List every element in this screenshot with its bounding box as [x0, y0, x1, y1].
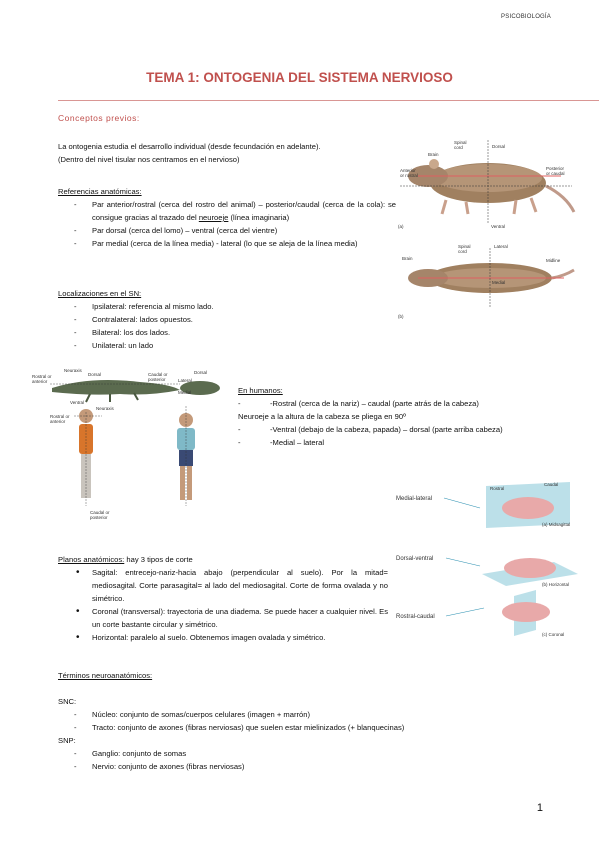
terminos-block: Términos neuroanatómicos: SNC: Núcleo: c…: [58, 669, 538, 773]
label-posterior: posterior: [90, 515, 108, 520]
human-front-view: [177, 406, 195, 506]
list-item: Par anterior/rostral (cerca del rostro d…: [58, 198, 396, 224]
crocodile-dorsal-view: [180, 381, 220, 395]
label-caudal: Caudal or: [148, 372, 168, 377]
referencias-heading: Referencias anatómicas:: [58, 187, 142, 196]
label-ventral: Ventral: [491, 224, 505, 229]
label-medial: Medial: [178, 390, 191, 395]
snp-label: SNP:: [58, 736, 76, 745]
brain-planes-figure: Medial-lateral Dorsal-ventral Rostral-ca…: [396, 482, 578, 637]
label-dorsal: Dorsal: [194, 370, 207, 375]
human-reference-figure: Rostral or anterior Neuraxis Dorsal Caud…: [32, 368, 220, 520]
label-spinal: Spinal: [458, 244, 471, 249]
label-spinal: Spinal: [454, 140, 467, 145]
label-anterior: anterior: [32, 379, 48, 384]
title-divider: [58, 100, 599, 101]
label-midline: Midline: [546, 258, 561, 263]
caption-midsagittal: (a) Midsagittal: [542, 522, 570, 527]
snc-label: SNC:: [58, 697, 77, 706]
list-item: Ganglio: conjunto de somas: [58, 747, 538, 760]
humanos-line: --Rostral (cerca de la nariz) – caudal (…: [238, 399, 479, 408]
list-item: Par medial (cerca de la línea media) - l…: [58, 237, 396, 250]
label-lateral: Lateral: [178, 378, 192, 383]
list-item: Sagital: entrecejo-nariz-hacia abajo (pe…: [58, 566, 388, 605]
figure-tag-b: (b): [398, 314, 404, 319]
human-side-view: [74, 409, 102, 506]
label-rostral: Rostral or: [50, 414, 70, 419]
label-dorsal: Dorsal: [492, 144, 505, 149]
pointer-line: [445, 607, 485, 617]
brain-shape: [504, 558, 556, 578]
label-medial-lateral: Medial-lateral: [396, 496, 432, 502]
caption-horizontal: (b) Horizontal: [542, 582, 569, 587]
pointer-line: [445, 557, 481, 567]
referencias-block: Referencias anatómicas: Par anterior/ros…: [58, 185, 396, 250]
label-rostral: Rostral or: [32, 374, 52, 379]
label-caudal: or caudal: [546, 171, 565, 176]
page-title: TEMA 1: ONTOGENIA DEL SISTEMA NERVIOSO: [146, 70, 453, 85]
label-rostral: Rostral: [490, 486, 504, 491]
list-item: Nervio: conjunto de axones (fibras nervi…: [58, 760, 538, 773]
planos-heading-line: Planos anatómicos: hay 3 tipos de corte: [58, 555, 193, 564]
running-header: PSICOBIOLOGÍA: [501, 14, 551, 20]
rat-lateral-view: [400, 140, 576, 224]
label-ventral: Ventral: [70, 400, 84, 405]
list-item: Unilateral: un lado: [58, 339, 388, 352]
list-item: Horizontal: paralelo al suelo. Obtenemos…: [58, 631, 388, 644]
list-item: Coronal (transversal): trayectoria de un…: [58, 605, 388, 631]
list-item: Contralateral: lados opuestos.: [58, 313, 388, 326]
crocodile-lateral-view: [50, 380, 180, 403]
label-dorsal-ventral: Dorsal-ventral: [396, 556, 433, 562]
label-neuraxis: Neuraxis: [64, 368, 83, 373]
section-heading-conceptos: Conceptos previos:: [58, 113, 140, 123]
label-caudal: Caudal: [544, 482, 558, 487]
terminos-heading: Términos neuroanatómicos:: [58, 671, 153, 680]
label-neuraxis: Neuraxis: [96, 406, 115, 411]
humanos-line: Neuroeje a la altura de la cabeza se pli…: [238, 412, 406, 421]
rat-reference-figure: Brain Spinal cord Dorsal Anterior or ros…: [396, 136, 576, 322]
localizaciones-block: Localizaciones en el SN: Ipsilateral: re…: [58, 287, 388, 352]
pointer-line: [443, 497, 481, 509]
list-item: Bilateral: los dos lados.: [58, 326, 388, 339]
figure-tag-a: (a): [398, 224, 404, 229]
planos-block: Planos anatómicos: hay 3 tipos de corte …: [58, 553, 388, 644]
label-posterior: posterior: [148, 377, 166, 382]
label-cord: cord: [454, 145, 463, 150]
list-item: Par dorsal (cerca del lomo) – ventral (c…: [58, 224, 396, 237]
brain-shape: [502, 497, 554, 519]
caption-coronal: (c) Coronal: [542, 632, 564, 637]
intro-line: La ontogenia estudia el desarrollo indiv…: [58, 142, 321, 151]
label-brain: Brain: [402, 256, 413, 261]
intro-line: (Dentro del nivel tisular nos centramos …: [58, 155, 240, 164]
humanos-heading: En humanos:: [238, 386, 283, 395]
label-brain: Brain: [428, 152, 439, 157]
label-medial: Medial: [492, 280, 505, 285]
label-anterior: Anterior: [400, 168, 416, 173]
list-item: Núcleo: conjunto de somas/cuerpos celula…: [58, 708, 538, 721]
brain-shape: [502, 602, 550, 622]
label-lateral: Lateral: [494, 244, 508, 249]
humanos-line: --Medial – lateral: [238, 438, 325, 447]
label-cord: cord: [458, 249, 467, 254]
humanos-line: --Ventral (debajo de la cabeza, papada) …: [238, 425, 503, 434]
intro-block: La ontogenia estudia el desarrollo indiv…: [58, 140, 388, 166]
list-item: Ipsilateral: referencia al mismo lado.: [58, 300, 388, 313]
page-number: 1: [536, 802, 543, 814]
label-rostral: or rostral: [400, 173, 418, 178]
label-caudal: Caudal or: [90, 510, 110, 515]
list-item: Tracto: conjunto de axones (fibras nervi…: [58, 721, 538, 734]
localizaciones-heading: Localizaciones en el SN:: [58, 289, 142, 298]
rat-dorsal-view: [408, 248, 575, 308]
label-anterior: anterior: [50, 419, 66, 424]
label-posterior: Posterior: [546, 166, 565, 171]
label-rostral-caudal: Rostral-caudal: [396, 614, 435, 620]
label-dorsal: Dorsal: [88, 372, 101, 377]
humanos-block: En humanos: --Rostral (cerca de la nariz…: [238, 384, 544, 449]
